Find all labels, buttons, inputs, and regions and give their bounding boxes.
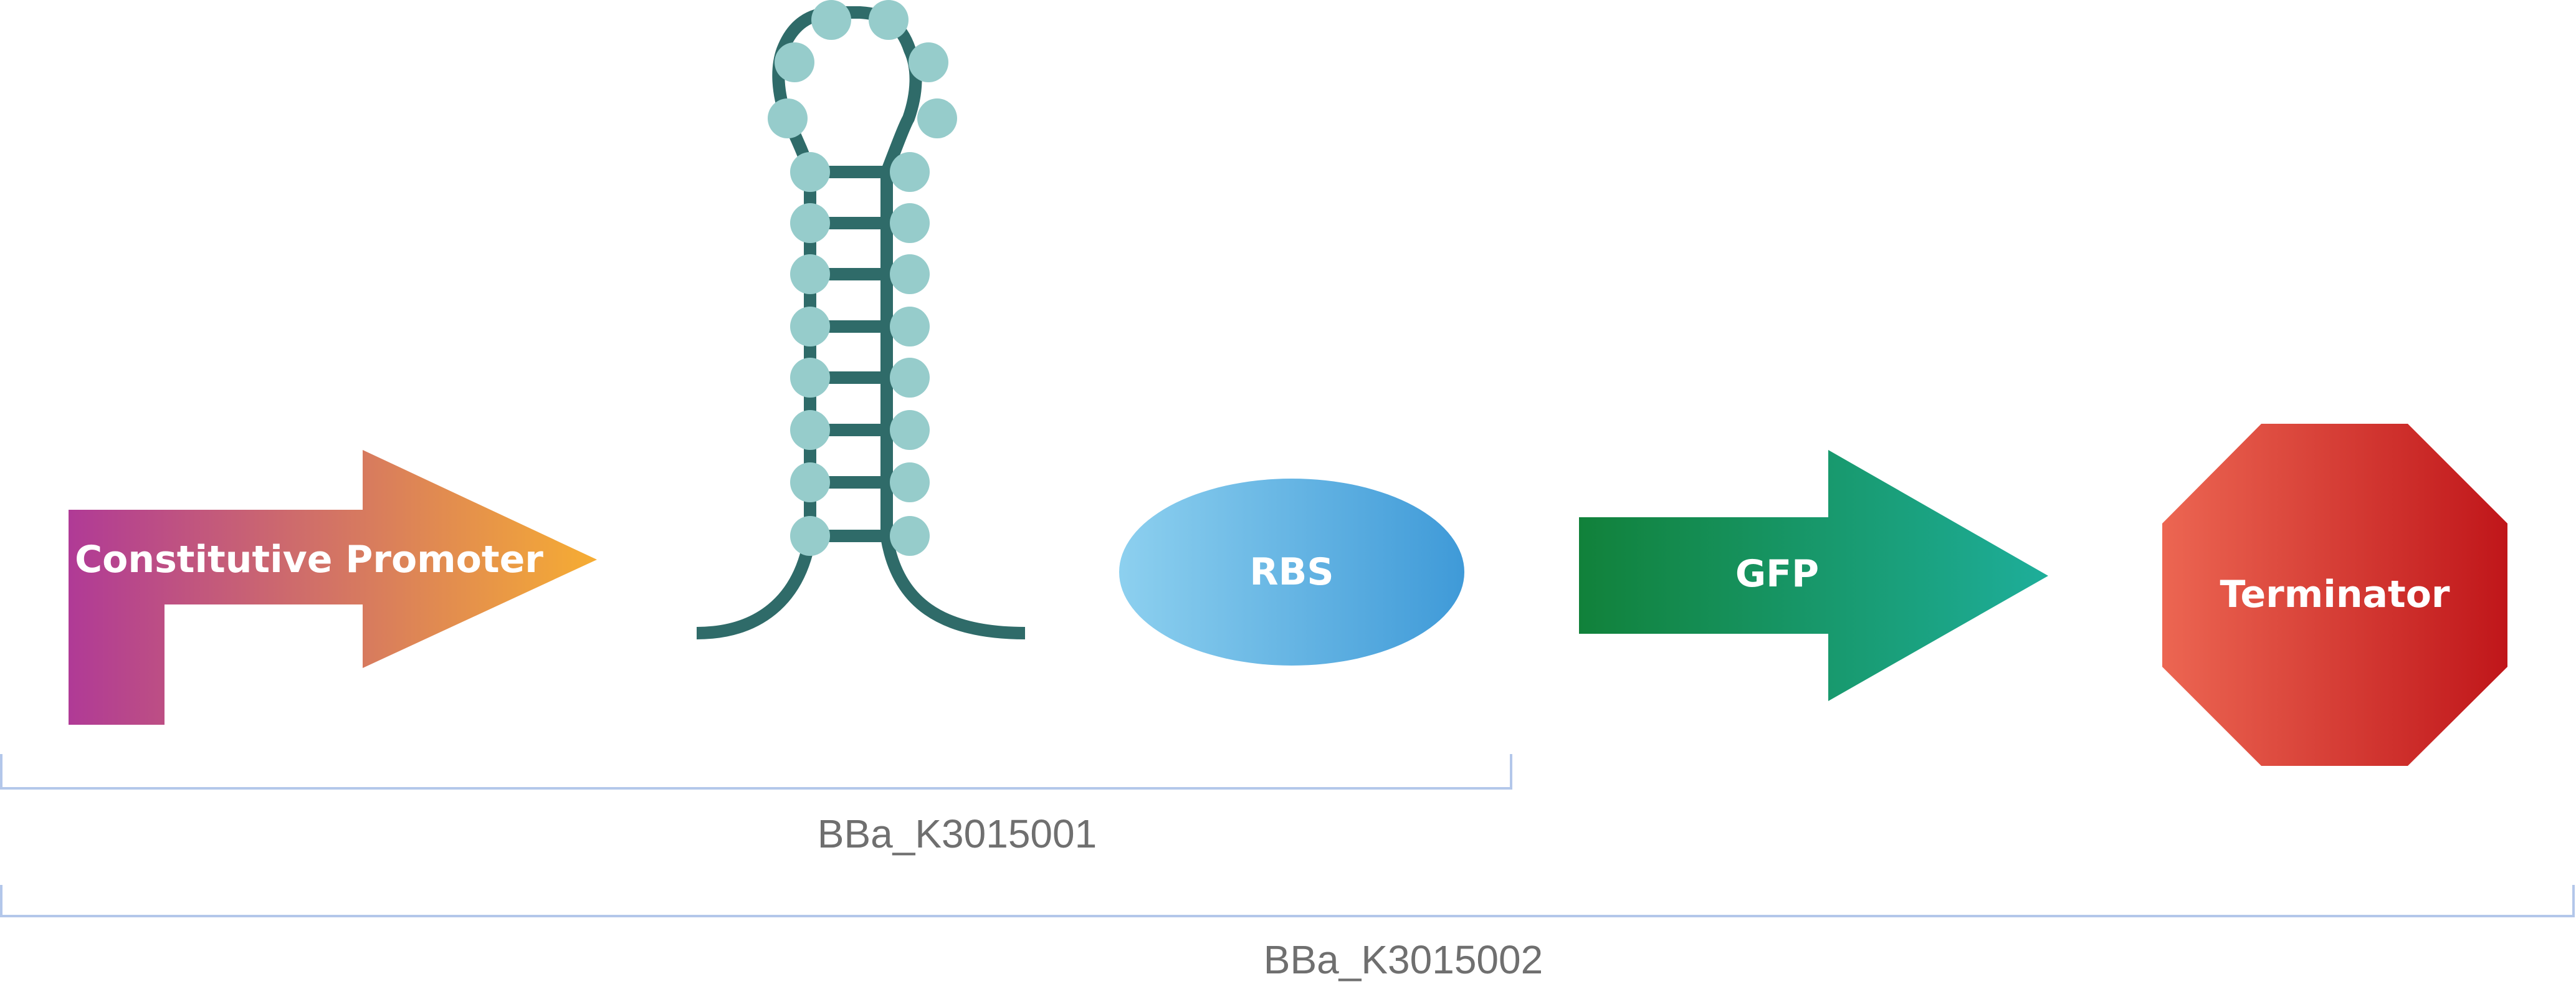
gfp-arrow-shape [1579, 450, 2048, 701]
hairpin-base-pair [813, 320, 910, 333]
hairpin-nucleotide-bead [890, 410, 930, 450]
hairpin-nucleotide-bead [775, 42, 814, 82]
hairpin-nucleotide-bead [890, 307, 930, 346]
hairpin-base-pair [813, 217, 910, 229]
promoter-symbol: Constitutive Promoter [69, 450, 597, 725]
hairpin-nucleotide-bead [811, 0, 851, 40]
promoter-label: Constitutive Promoter [75, 538, 543, 581]
hairpin-nucleotide-bead [790, 358, 830, 398]
hairpin-nucleotide-bead [869, 0, 909, 40]
gfp-symbol: GFP [1579, 450, 2048, 701]
hairpin-base-pair [813, 371, 910, 384]
hairpin-nucleotide-bead [790, 203, 830, 243]
terminator-octagon [2162, 424, 2507, 766]
bracket-inner: BBa_K3015001 [0, 754, 1512, 856]
gfp-label: GFP [1735, 552, 1819, 596]
terminator-label: Terminator [2220, 573, 2450, 616]
promoter-arrow-shape [69, 450, 597, 725]
rbs-symbol: RBS [1119, 479, 1464, 666]
hairpin-nucleotide-bead [917, 98, 957, 138]
hairpin-nucleotide-bead [790, 516, 830, 556]
hairpin-nucleotide-bead [890, 462, 930, 502]
hairpin-nucleotide-bead [790, 307, 830, 346]
hairpin-nucleotide-bead [890, 516, 930, 556]
hairpin-nucleotide-bead [768, 98, 808, 138]
hairpin-nucleotide-bead [790, 410, 830, 450]
hairpin-symbol [696, 0, 1026, 639]
hairpin-nucleotide-bead [890, 152, 930, 192]
hairpin-nucleotide-bead [790, 462, 830, 502]
hairpin-base-pair [813, 424, 910, 436]
bracket-inner-label: BBa_K3015001 [818, 811, 1097, 856]
hairpin-base-pair [813, 166, 910, 178]
bracket-outer: BBa_K3015002 [0, 885, 2575, 982]
hairpin-base-pair [813, 268, 910, 280]
bracket-outer-label: BBa_K3015002 [1264, 937, 1543, 982]
hairpin-base-pair [813, 530, 910, 542]
bracket-outer-line [0, 885, 2575, 917]
hairpin-base-pair [813, 476, 910, 489]
terminator-symbol: Terminator [2162, 424, 2507, 766]
hairpin-nucleotide-bead [890, 203, 930, 243]
bracket-inner-line [0, 754, 1512, 790]
hairpin-nucleotide-bead [790, 254, 830, 294]
rbs-ellipse [1119, 479, 1464, 666]
hairpin-nucleotide-bead [890, 358, 930, 398]
rbs-label: RBS [1249, 550, 1333, 594]
hairpin-nucleotide-bead [790, 152, 830, 192]
hairpin-nucleotide-bead [909, 42, 948, 82]
hairpin-nucleotide-bead [890, 254, 930, 294]
